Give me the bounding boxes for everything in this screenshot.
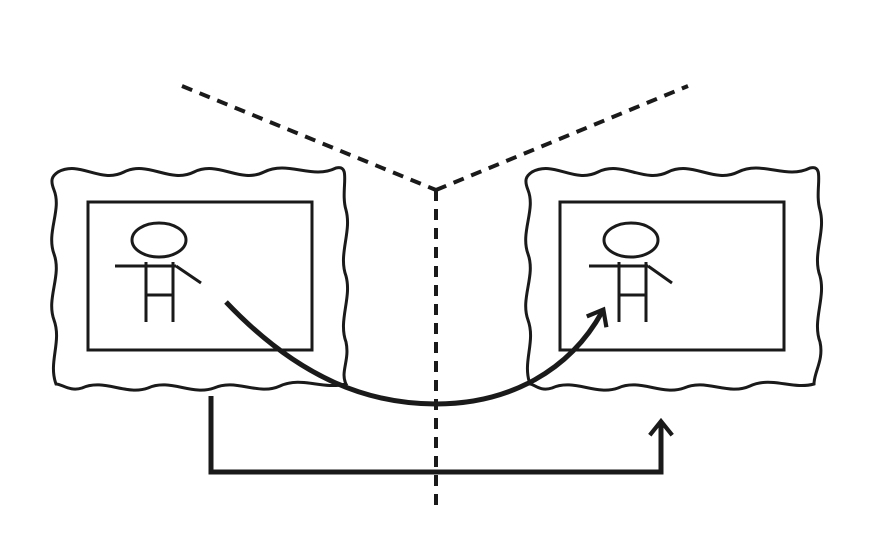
curved-transfer-arrow bbox=[224, 300, 609, 407]
left-frame-ornate-border bbox=[50, 166, 349, 392]
mirror-fold-lines bbox=[181, 84, 689, 512]
left-stick-figure bbox=[115, 221, 202, 322]
left-picture-frame bbox=[50, 166, 349, 392]
left-frame-canvas bbox=[86, 200, 314, 352]
right-stick-figure bbox=[589, 221, 673, 322]
right-picture-frame bbox=[524, 166, 823, 392]
right-fold-line bbox=[435, 84, 689, 192]
right-figure-head bbox=[602, 221, 660, 259]
left-figure-head bbox=[130, 221, 188, 259]
left-figure-hand bbox=[175, 264, 202, 285]
right-frame-ornate-border bbox=[524, 166, 823, 392]
right-frame-canvas bbox=[558, 200, 786, 352]
left-fold-line bbox=[181, 84, 437, 192]
bracket-transfer-arrow bbox=[208, 396, 674, 475]
right-figure-hand bbox=[647, 264, 673, 285]
